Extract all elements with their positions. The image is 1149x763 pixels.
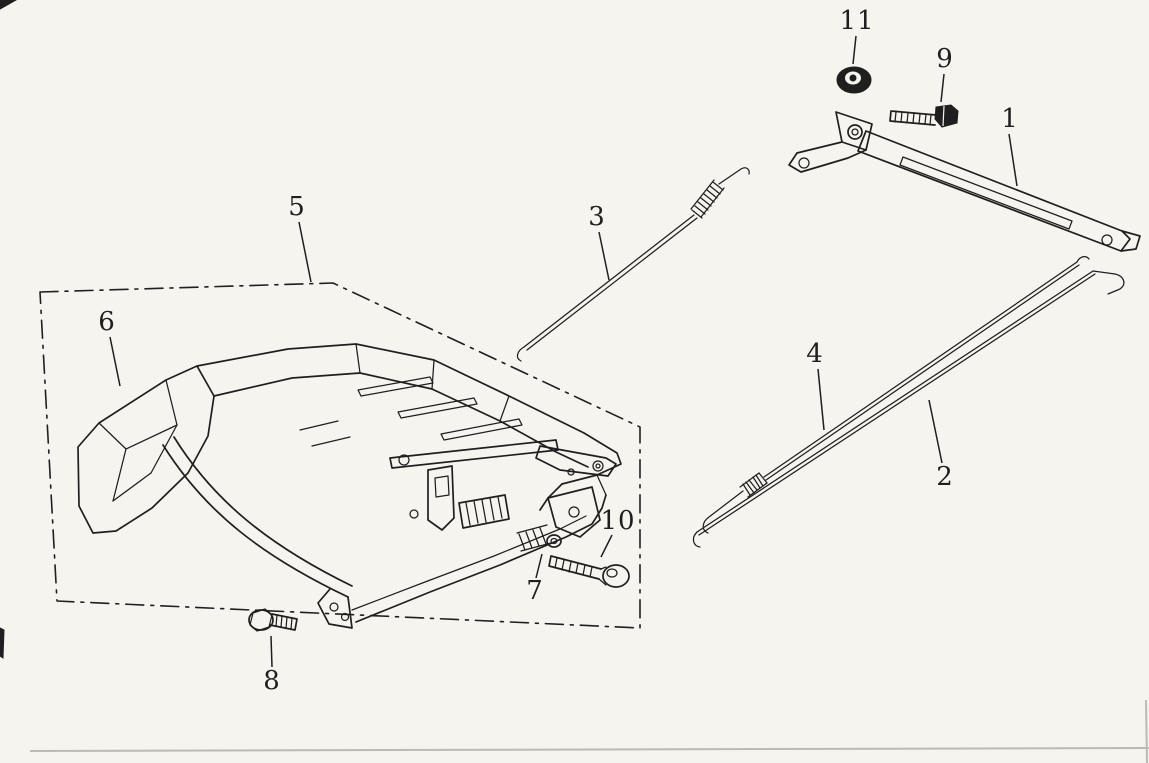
callout-9: 9 bbox=[936, 44, 954, 74]
callout-3: 3 bbox=[588, 202, 606, 232]
callout-11: 11 bbox=[839, 6, 875, 36]
part-11-nut bbox=[836, 66, 872, 94]
part-1-latch-arm bbox=[788, 111, 1141, 252]
callout-7: 7 bbox=[526, 576, 544, 606]
callout-5: 5 bbox=[288, 192, 306, 222]
part-5-phantom-box bbox=[39, 282, 641, 629]
part-8-flange-bolt bbox=[248, 608, 298, 632]
callout-2: 2 bbox=[936, 462, 954, 492]
part-2-rod bbox=[692, 270, 1125, 548]
part-3-spring-rod bbox=[516, 167, 750, 362]
part-9-screw bbox=[889, 104, 959, 128]
callout-6: 6 bbox=[98, 307, 116, 337]
callout-4: 4 bbox=[806, 339, 824, 369]
callout-8: 8 bbox=[263, 666, 281, 696]
part-10-bolt bbox=[548, 555, 630, 588]
part-5-cover-assembly bbox=[77, 343, 622, 629]
callout-1: 1 bbox=[1001, 104, 1019, 134]
part-6-front-cover bbox=[77, 365, 215, 534]
part-4-spring-rod bbox=[702, 255, 1090, 534]
callout-10: 10 bbox=[600, 506, 636, 536]
part-7-spring-screw bbox=[516, 524, 562, 552]
